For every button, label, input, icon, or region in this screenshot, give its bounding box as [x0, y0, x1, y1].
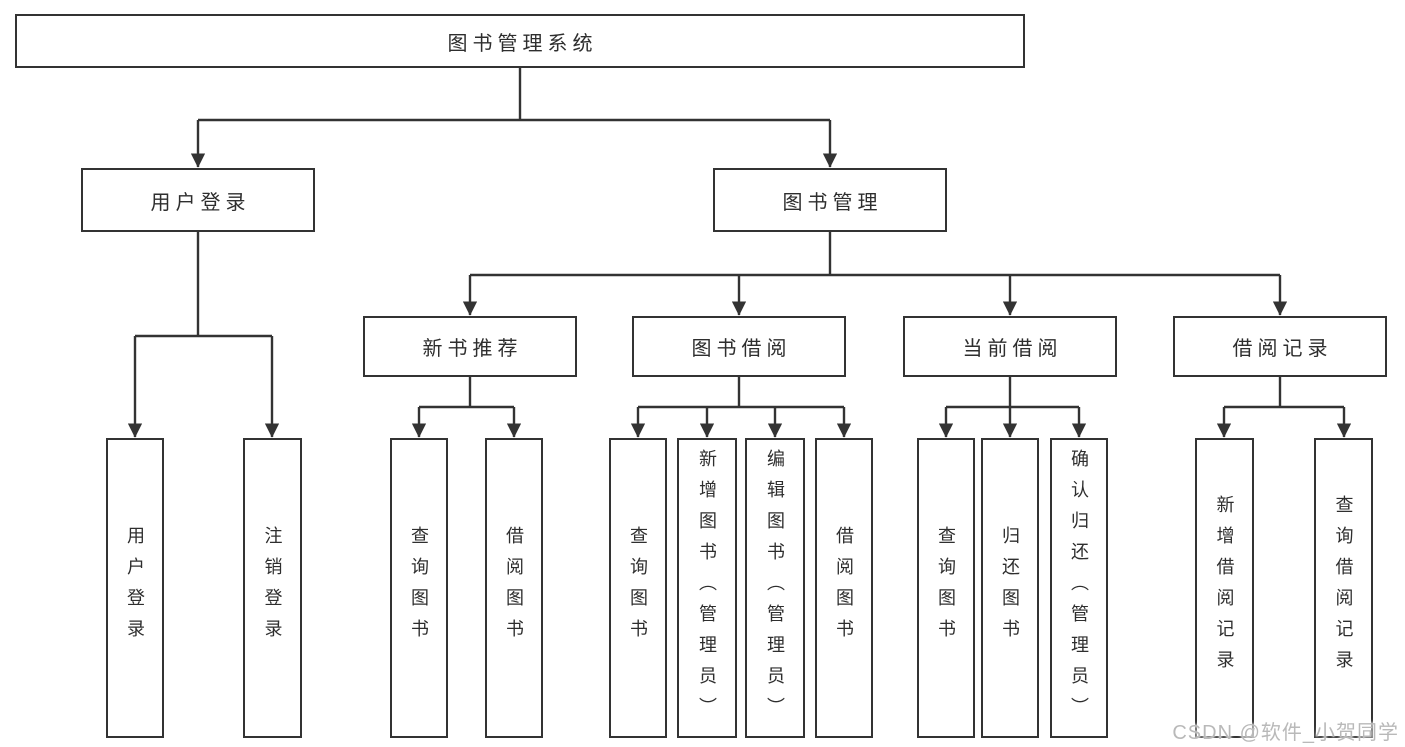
leaf-add-book-admin: 新增图书（管理员） [677, 438, 737, 738]
leaf-query-borrow-record: 查询借阅记录 [1314, 438, 1373, 738]
leaf-borrow-books-recommend: 借阅图书 [485, 438, 543, 738]
node-user-login: 用户登录 [81, 168, 315, 232]
leaf-query-books-current: 查询图书 [917, 438, 975, 738]
node-new-book-recommendation: 新书推荐 [363, 316, 577, 377]
leaf-user-login: 用户登录 [106, 438, 164, 738]
csdn-watermark: CSDN @软件_小贺同学 [1172, 722, 1399, 744]
leaf-logout: 注销登录 [243, 438, 302, 738]
node-root: 图书管理系统 [15, 14, 1025, 68]
leaf-edit-book-admin: 编辑图书（管理员） [745, 438, 805, 738]
leaf-return-book: 归还图书 [981, 438, 1039, 738]
node-book-borrowing: 图书借阅 [632, 316, 846, 377]
node-borrowing-records: 借阅记录 [1173, 316, 1387, 377]
leaf-query-books-recommend: 查询图书 [390, 438, 448, 738]
leaf-borrow-books-borrowing: 借阅图书 [815, 438, 873, 738]
node-book-management: 图书管理 [713, 168, 947, 232]
leaf-query-books-borrowing: 查询图书 [609, 438, 667, 738]
leaf-confirm-return-admin: 确认归还（管理员） [1050, 438, 1108, 738]
node-current-borrowing: 当前借阅 [903, 316, 1117, 377]
leaf-add-borrow-record: 新增借阅记录 [1195, 438, 1254, 738]
